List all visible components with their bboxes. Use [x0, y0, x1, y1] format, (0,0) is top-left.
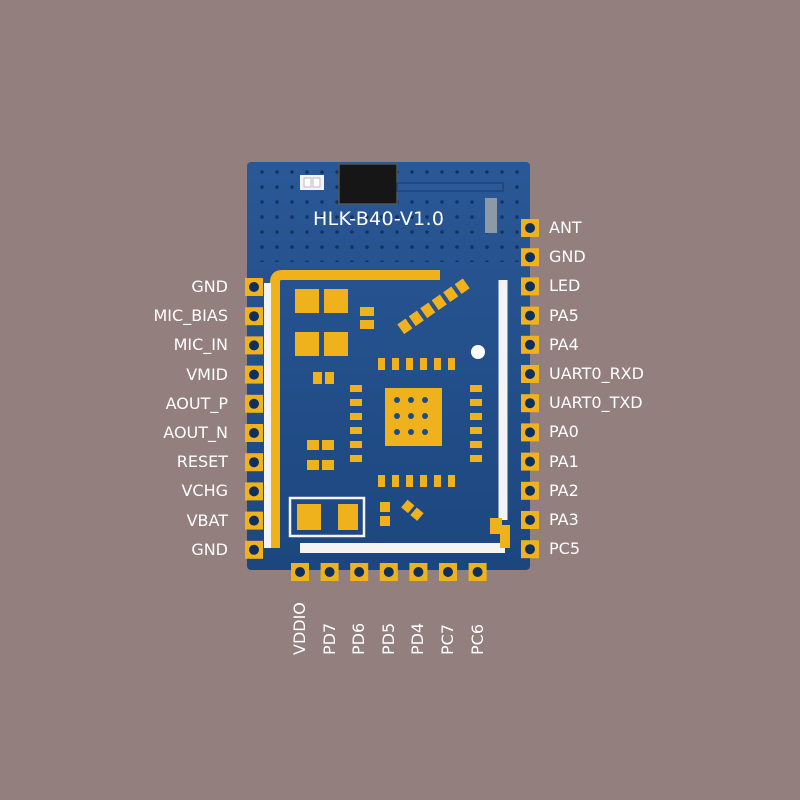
- crystal-pad-fill: [297, 504, 358, 530]
- pads-bottom: [291, 563, 487, 581]
- pad-bottom-pc7-5: [439, 563, 457, 581]
- pin-label-right-pc5-11: PC5: [549, 539, 580, 559]
- pin-label-right-uart0-txd-6: UART0_TXD: [549, 393, 643, 413]
- pad-left-mic-bias-1: [245, 307, 263, 326]
- module-silkscreen-title: HLK-B40-V1.0: [313, 208, 445, 230]
- pad-bottom-pc6-6: [468, 563, 487, 581]
- pad-right-pa1-8: [521, 452, 539, 471]
- led-pad: [490, 518, 502, 534]
- pad-right-uart0-rxd-5: [521, 365, 539, 383]
- pad-left-gnd-9: [245, 540, 263, 559]
- pin-label-bottom-pd6-2: PD6: [349, 622, 369, 655]
- smd-resistor-top: [300, 175, 324, 190]
- pad-right-pa0-7: [521, 423, 539, 442]
- diagonal-resistors: [397, 278, 470, 335]
- pad-left-reset-6: [245, 453, 263, 472]
- pin-label-right-pa0-7: PA0: [549, 422, 579, 442]
- pad-right-led-2: [521, 277, 539, 296]
- small-components: [307, 307, 374, 470]
- pad-left-aout-p-4: [245, 394, 263, 413]
- pad-left-vbat-8: [245, 511, 263, 530]
- pin-label-left-mic-in-2: MIC_IN: [173, 335, 228, 355]
- pad-bottom-pd6-2: [350, 563, 369, 581]
- pin-label-left-gnd-0: GND: [191, 277, 228, 296]
- silkscreen-frame: [270, 270, 440, 548]
- pin-label-left-vchg-7: VCHG: [181, 481, 228, 501]
- pin-label-right-pa5-3: PA5: [549, 305, 579, 325]
- pin-label-bottom-vddio-0: VDDIO: [290, 602, 309, 655]
- pads-left: [245, 278, 263, 559]
- pin-label-bottom-pd5-3: PD5: [378, 622, 398, 655]
- edge-strip-left: [264, 283, 271, 548]
- pin1-marker: [471, 345, 485, 359]
- antenna-trace: [396, 182, 504, 192]
- qfn-thermal-vias: [394, 397, 428, 435]
- pad-right-pa4-4: [521, 335, 539, 354]
- pin-label-left-aout-p-4: AOUT_P: [165, 393, 228, 413]
- pin-label-bottom-pc6-6: PC6: [467, 624, 487, 655]
- antenna-chip: [338, 163, 398, 205]
- pin-label-right-pa3-10: PA3: [549, 510, 579, 529]
- pin-label-right-led-2: LED: [549, 276, 581, 296]
- pin-label-right-pa2-9: PA2: [549, 480, 579, 500]
- pad-left-gnd-0: [245, 278, 263, 296]
- pad-right-pc5-11: [521, 540, 539, 559]
- pin-label-right-ant-0: ANT: [549, 218, 582, 237]
- pin-label-bottom-pd7-1: PD7: [319, 622, 339, 655]
- pad-right-uart0-txd-6: [521, 394, 539, 413]
- pad-left-mic-in-2: [245, 336, 263, 355]
- pin-label-right-uart0-rxd-5: UART0_RXD: [549, 364, 644, 383]
- pin-label-left-vmid-3: VMID: [186, 364, 228, 384]
- capacitor-array: [295, 289, 348, 356]
- pad-left-aout-n-5: [245, 424, 263, 442]
- pin-label-right-pa1-8: PA1: [549, 451, 579, 471]
- crystal-pads: [288, 496, 366, 538]
- pad-right-ant-0: [521, 219, 539, 237]
- pin-label-bottom-pd4-4: PD4: [408, 622, 428, 655]
- antenna-trace-end: [485, 198, 497, 233]
- pad-right-pa5-3: [521, 306, 539, 325]
- pad-bottom-pd7-1: [320, 563, 339, 581]
- pad-left-vchg-7: [245, 482, 263, 501]
- pad-right-pa3-10: [521, 511, 539, 529]
- pad-bottom-pd4-4: [409, 563, 428, 581]
- pad-bottom-pd5-3: [379, 563, 398, 581]
- pad-bottom-vddio-0: [291, 563, 309, 581]
- pin-label-right-gnd-1: GND: [549, 247, 586, 267]
- pads-right: [521, 219, 539, 559]
- pin-label-left-mic-bias-1: MIC_BIAS: [153, 306, 229, 326]
- pin-label-left-vbat-8: VBAT: [186, 510, 228, 530]
- pad-right-gnd-1: [521, 248, 539, 267]
- pad-left-vmid-3: [245, 365, 263, 384]
- pin-label-left-aout-n-5: AOUT_N: [163, 423, 228, 442]
- pin-label-right-pa4-4: PA4: [549, 334, 579, 354]
- pin-label-left-gnd-9: GND: [191, 539, 228, 559]
- lower-smd: [380, 499, 424, 526]
- pad-right-pa2-9: [521, 481, 539, 500]
- pin-label-left-reset-6: RESET: [176, 452, 228, 472]
- pin-label-bottom-pc7-5: PC7: [438, 624, 457, 655]
